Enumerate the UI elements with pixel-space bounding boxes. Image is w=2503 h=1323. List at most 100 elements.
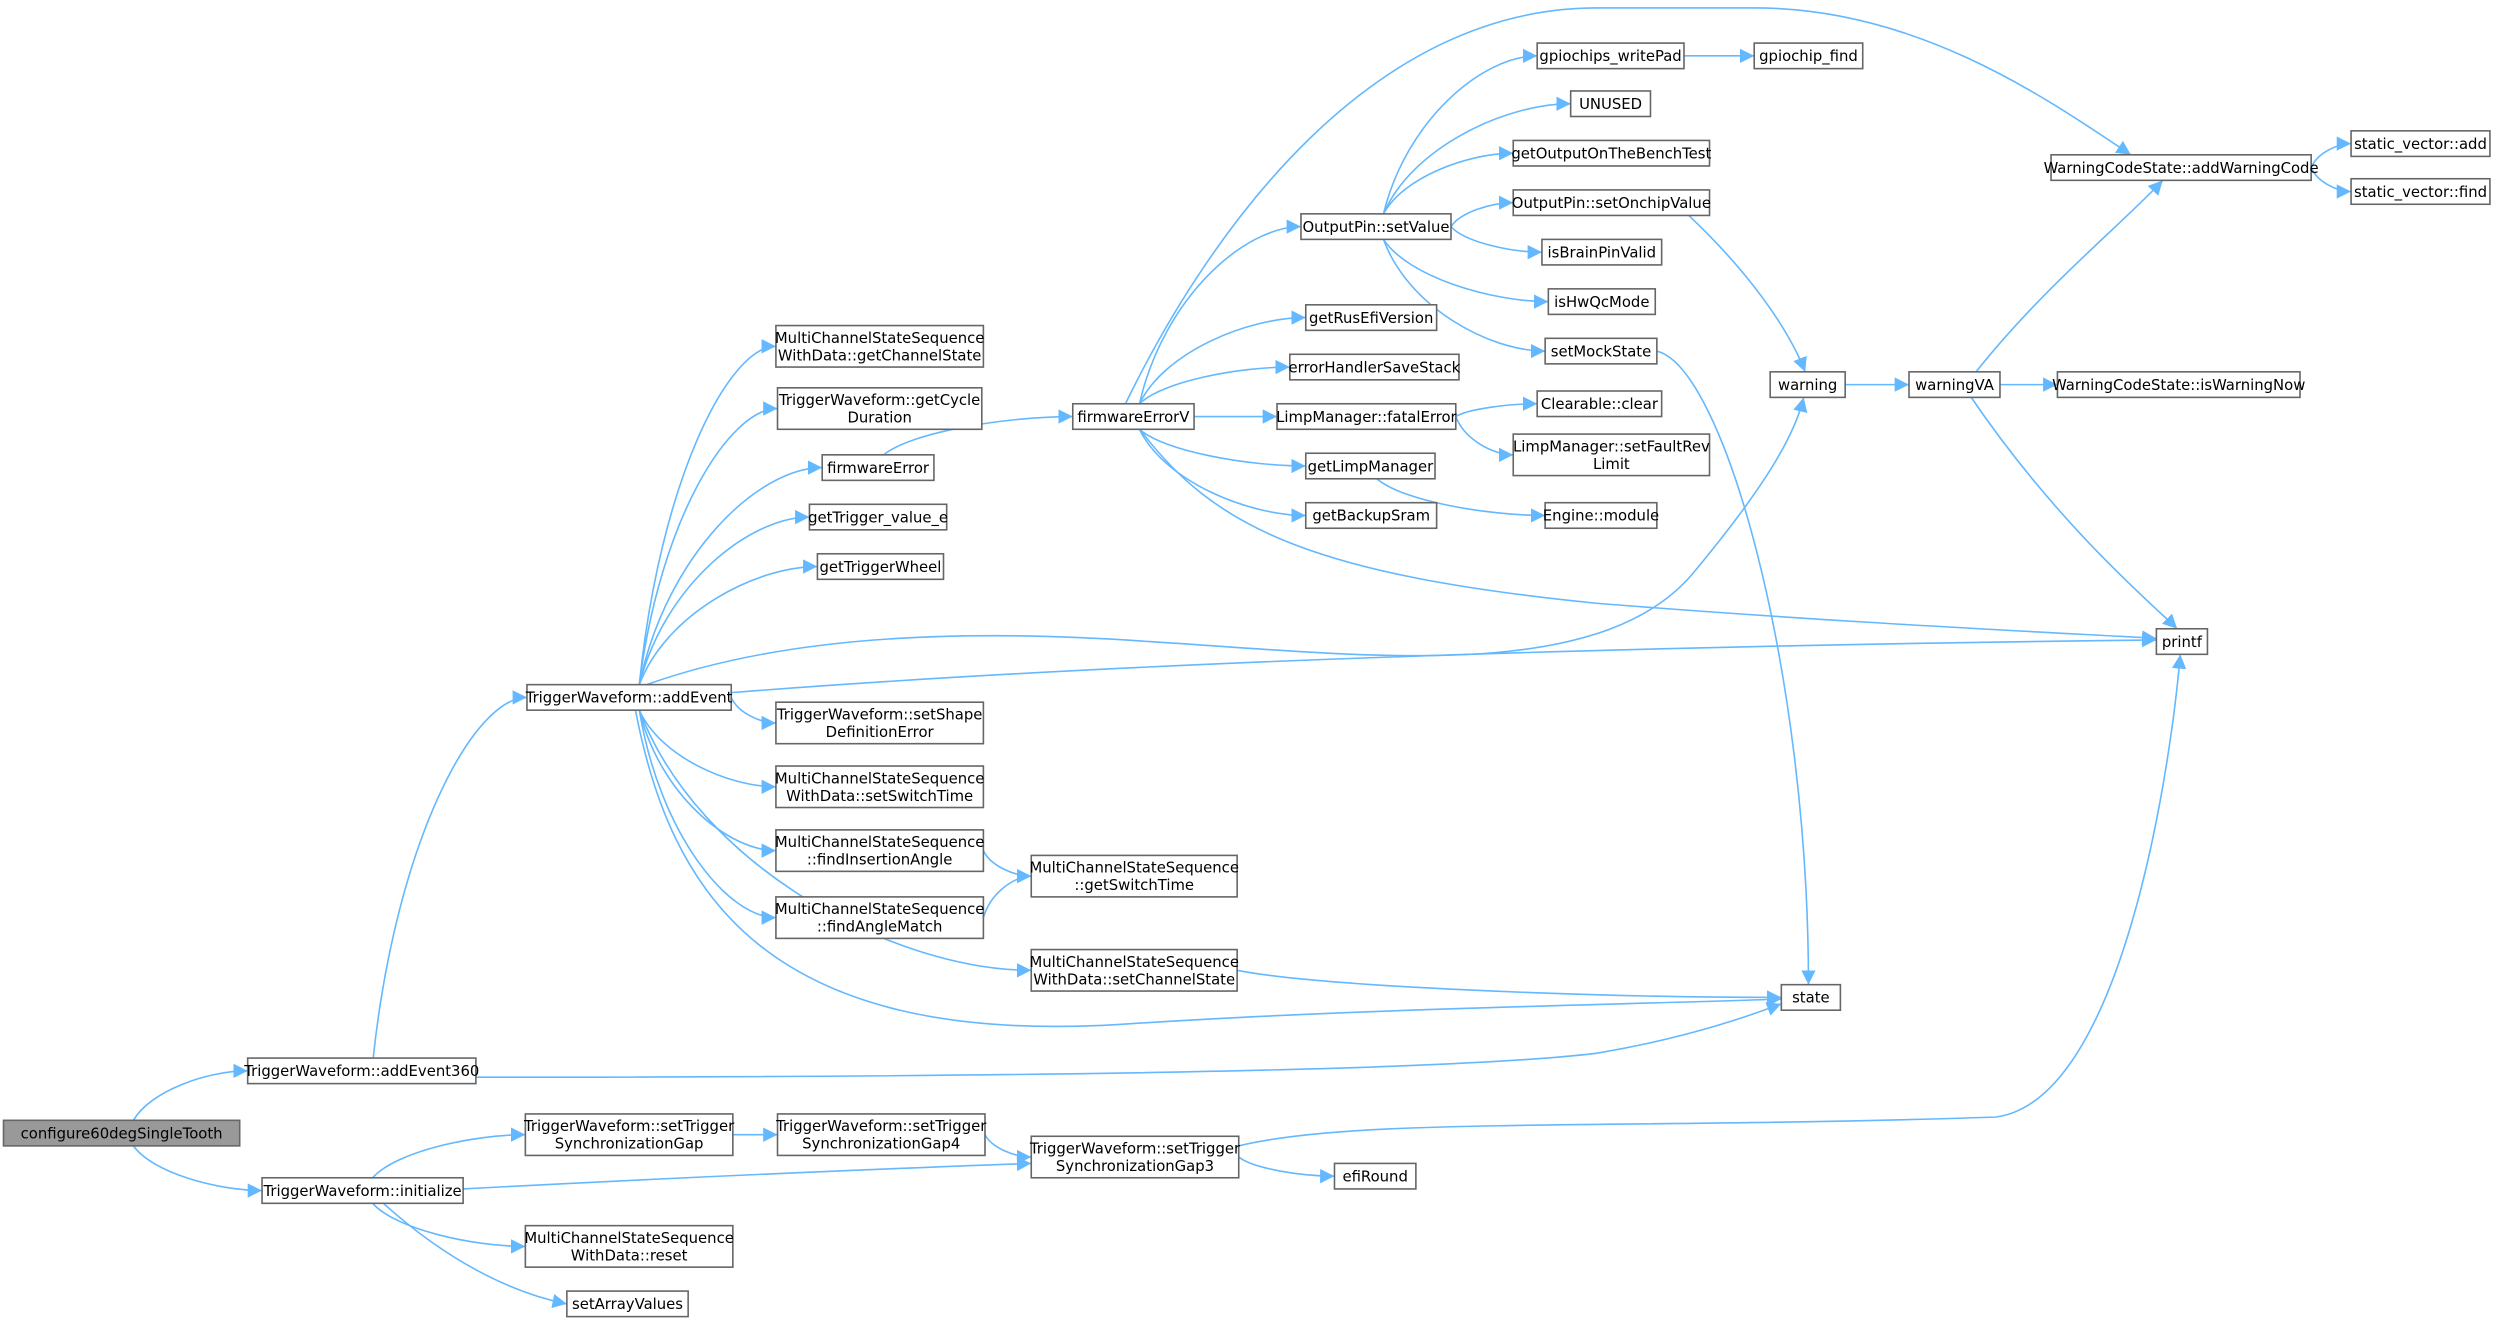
node-box[interactable] [261, 1176, 464, 1205]
node-box[interactable] [775, 896, 985, 940]
node-unused[interactable]: UNUSED [1569, 90, 1652, 118]
node-box[interactable] [1512, 139, 1711, 167]
node-setValue[interactable]: OutputPin::setValue [1300, 213, 1452, 241]
node-getTriggerValueE[interactable]: getTrigger_value_e [808, 503, 948, 531]
node-box[interactable] [1536, 390, 1663, 418]
node-box[interactable] [2155, 627, 2209, 656]
node-getLimpManager[interactable]: getLimpManager [1304, 452, 1436, 480]
node-box[interactable] [1544, 337, 1658, 365]
node-warning[interactable]: warning [1769, 371, 1846, 399]
node-box[interactable] [776, 387, 983, 431]
node-box[interactable] [524, 1224, 734, 1268]
node-getSwitchTime[interactable]: MultiChannelStateSequence::getSwitchTime [1029, 854, 1239, 898]
node-box[interactable] [1030, 1135, 1240, 1179]
node-box[interactable] [2050, 154, 2312, 182]
node-box[interactable] [775, 324, 985, 368]
node-addEvent[interactable]: TriggerWaveform::addEvent [525, 683, 733, 711]
node-warningVA[interactable]: warningVA [1908, 371, 2001, 399]
node-isBrainPinValid[interactable]: isBrainPinValid [1541, 238, 1663, 266]
node-box[interactable] [1304, 452, 1436, 480]
node-box[interactable] [1276, 402, 1457, 431]
node-initialize[interactable]: TriggerWaveform::initialize [261, 1176, 464, 1205]
node-addWarningCode[interactable]: WarningCodeState::addWarningCode [2044, 154, 2319, 182]
node-findInsertionAngle[interactable]: MultiChannelStateSequence::findInsertion… [775, 829, 985, 873]
node-firmwareErrorV[interactable]: firmwareErrorV [1071, 402, 1195, 431]
node-label: Clearable::clear [1541, 396, 1659, 413]
node-fatalError[interactable]: LimpManager::fatalError [1276, 402, 1458, 431]
node-box[interactable] [1304, 304, 1438, 332]
node-box[interactable] [1512, 433, 1711, 477]
node-box[interactable] [1753, 42, 1864, 70]
node-isWarningNow[interactable]: WarningCodeState::isWarningNow [2052, 371, 2305, 399]
node-box[interactable] [1333, 1162, 1417, 1190]
node-efiRound[interactable]: efiRound [1333, 1162, 1417, 1190]
node-box[interactable] [808, 503, 948, 531]
node-box[interactable] [1536, 42, 1685, 70]
node-setArrayValues[interactable]: setArrayValues [566, 1290, 689, 1318]
node-getRusEfiVersion[interactable]: getRusEfiVersion [1304, 304, 1438, 332]
node-printf[interactable]: printf [2155, 627, 2209, 656]
node-cfg[interactable]: configure60degSingleTooth [2, 1119, 241, 1147]
node-module[interactable]: Engine::module [1543, 501, 1659, 530]
node-gpiochipFind[interactable]: gpiochip_find [1753, 42, 1864, 70]
node-svAdd[interactable]: static_vector::add [2350, 130, 2491, 158]
node-box[interactable] [1300, 213, 1452, 241]
node-box[interactable] [2350, 130, 2491, 158]
node-box[interactable] [821, 454, 935, 482]
node-setSwitchTime[interactable]: MultiChannelStateSequenceWithData::setSw… [775, 765, 985, 809]
node-svFind[interactable]: static_vector::find [2350, 177, 2491, 206]
node-box[interactable] [1304, 501, 1438, 530]
node-box[interactable] [1780, 983, 1842, 1012]
node-setTSG[interactable]: TriggerWaveform::setTriggerSynchronizati… [523, 1113, 735, 1157]
node-box[interactable] [526, 683, 733, 711]
node-firmwareError[interactable]: firmwareError [821, 454, 935, 482]
node-box[interactable] [776, 1113, 986, 1157]
node-label: gpiochip_find [1759, 48, 1858, 65]
node-setTSG4[interactable]: TriggerWaveform::setTriggerSynchronizati… [775, 1113, 987, 1157]
node-gpiochipsWritePad[interactable]: gpiochips_writePad [1536, 42, 1685, 70]
node-box[interactable] [1769, 371, 1846, 399]
node-setOnchipValue[interactable]: OutputPin::setOnchipValue [1512, 189, 1711, 217]
node-benchTest[interactable]: getOutputOnTheBenchTest [1511, 139, 1712, 167]
node-addEvent360[interactable]: TriggerWaveform::addEvent360 [243, 1057, 479, 1085]
node-box[interactable] [566, 1290, 689, 1318]
node-setTSG3[interactable]: TriggerWaveform::setTriggerSynchronizati… [1029, 1135, 1241, 1179]
node-getTriggerWheel[interactable]: getTriggerWheel [816, 552, 945, 581]
node-box[interactable] [775, 765, 985, 809]
node-box[interactable] [816, 552, 945, 581]
node-setChannelState[interactable]: MultiChannelStateSequenceWithData::setCh… [1029, 948, 1239, 992]
node-isHwQcMode[interactable]: isHwQcMode [1547, 288, 1657, 316]
node-box[interactable] [775, 829, 985, 873]
node-state[interactable]: state [1780, 983, 1842, 1012]
node-box[interactable] [246, 1057, 477, 1085]
node-box[interactable] [1547, 288, 1657, 316]
edge-cfg-to-initialize [132, 1145, 263, 1198]
node-box[interactable] [1908, 371, 2001, 399]
node-box[interactable] [2056, 371, 2301, 399]
node-box[interactable] [1512, 189, 1711, 217]
node-box[interactable] [2350, 177, 2491, 206]
node-box[interactable] [1544, 501, 1658, 530]
node-box[interactable] [775, 701, 985, 745]
node-box[interactable] [1541, 238, 1663, 266]
node-findAngleMatch[interactable]: MultiChannelStateSequence::findAngleMatc… [775, 896, 985, 940]
node-box[interactable] [1071, 402, 1195, 431]
node-box[interactable] [2, 1119, 241, 1147]
node-box[interactable] [1030, 854, 1238, 898]
node-getChannelState[interactable]: MultiChannelStateSequenceWithData::getCh… [775, 324, 985, 368]
edge-initialize-to-setTSG3 [463, 1156, 1032, 1190]
node-box[interactable] [1289, 353, 1460, 381]
node-clear[interactable]: Clearable::clear [1536, 390, 1663, 418]
edge-addEvent-to-getTriggerWheel [638, 559, 818, 685]
node-box[interactable] [1030, 948, 1238, 992]
edge-setChannelState-to-state [1236, 969, 1782, 1005]
node-getBackupSram[interactable]: getBackupSram [1304, 501, 1438, 530]
node-setMockState[interactable]: setMockState [1544, 337, 1658, 365]
node-box[interactable] [1569, 90, 1652, 118]
node-box[interactable] [524, 1113, 734, 1157]
node-errorHandlerSaveStack[interactable]: errorHandlerSaveStack [1289, 353, 1461, 381]
